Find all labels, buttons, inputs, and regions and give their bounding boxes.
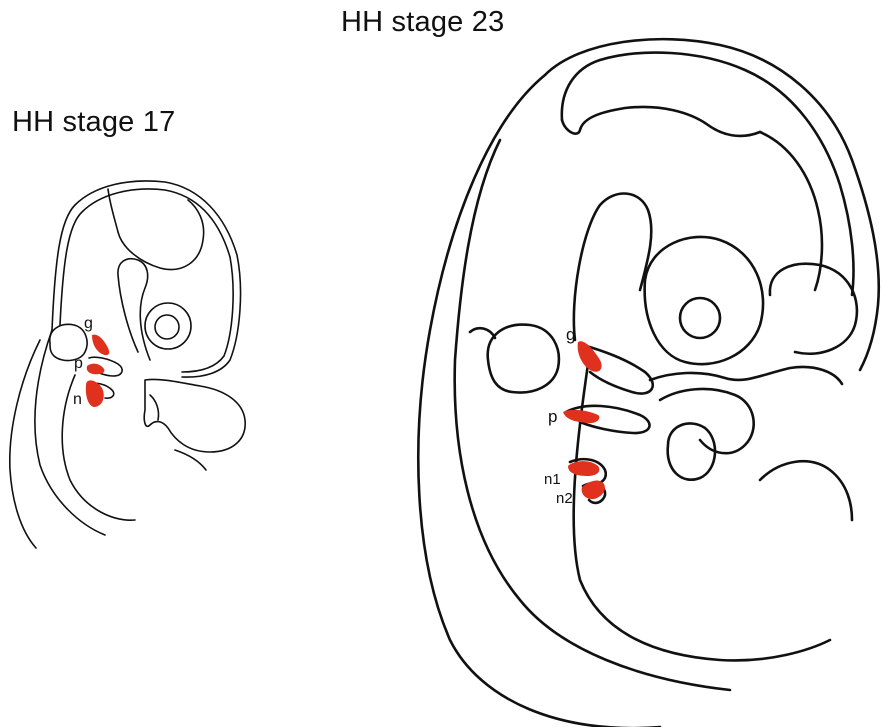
stage23-eye-lens (680, 298, 720, 338)
stage23-mandible (650, 367, 842, 384)
stage17-heart (144, 379, 245, 452)
stage17-mark-g (92, 335, 109, 356)
stage23-heart (660, 389, 754, 453)
stage17-neural-tube (118, 259, 150, 360)
stage23-label-n1: n1 (544, 471, 561, 488)
stage23-midbrain-fold (562, 107, 760, 136)
embryo-stage-17: g p n (10, 181, 245, 548)
stage17-mark-p (87, 364, 105, 375)
stage17-label-n: n (73, 391, 82, 408)
stage23-limb (760, 461, 852, 520)
stage17-limb-curve (175, 450, 206, 470)
stage23-otic-vesicle (488, 325, 559, 393)
stage23-label-n2: n2 (556, 490, 573, 507)
embryo-stage-23: g p n1 n2 (418, 39, 878, 727)
stage17-brain-fold (108, 189, 204, 270)
stage23-mark-p (563, 410, 599, 423)
stage17-label-p: p (74, 355, 83, 372)
stage23-mark-n2 (582, 480, 605, 499)
stage17-eye-outer (145, 303, 191, 349)
stage17-eye-inner (155, 315, 179, 339)
stage23-label-p: p (548, 407, 557, 426)
stage23-neural-curve (574, 194, 651, 340)
stage23-mark-n1 (568, 461, 599, 476)
stage17-heart-fold (150, 395, 159, 420)
stage23-eye-cup (645, 237, 763, 364)
stage17-label-g: g (84, 315, 93, 332)
stage23-forebrain (770, 264, 857, 354)
stage23-neural-inner (574, 350, 830, 660)
stage23-label-g: g (566, 325, 575, 344)
stage23-ventricle (668, 423, 715, 479)
stage23-endolymph (470, 328, 495, 338)
stage23-brain-outline (562, 53, 854, 295)
stage23-head-outline (545, 39, 879, 370)
